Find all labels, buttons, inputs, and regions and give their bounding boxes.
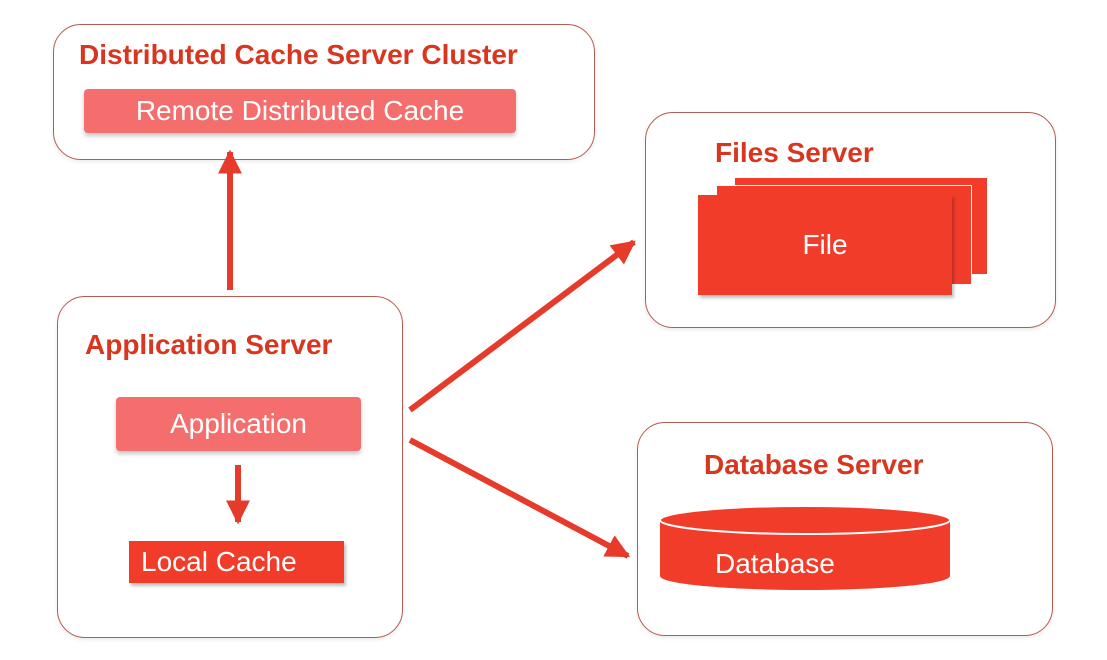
database-cylinder	[659, 505, 951, 590]
arrow-to-database-server	[408, 437, 631, 559]
file-box: File	[698, 195, 952, 295]
files-server-panel: Files Server File	[645, 112, 1056, 328]
database-server-title: Database Server	[704, 449, 924, 480]
cache-cluster-panel: Distributed Cache Server Cluster Remote …	[53, 24, 595, 160]
application-server-panel: Application Server Application Local Cac…	[57, 296, 403, 638]
remote-distributed-cache-box: Remote Distributed Cache	[84, 89, 516, 133]
application-box: Application	[116, 397, 361, 451]
application-server-title: Application Server	[85, 329, 333, 360]
cache-cluster-title: Distributed Cache Server Cluster	[79, 39, 518, 70]
local-cache-box: Local Cache	[129, 541, 344, 583]
database-label: Database	[715, 548, 835, 579]
files-server-title: Files Server	[715, 137, 874, 168]
arrow-to-files-server	[408, 239, 636, 413]
